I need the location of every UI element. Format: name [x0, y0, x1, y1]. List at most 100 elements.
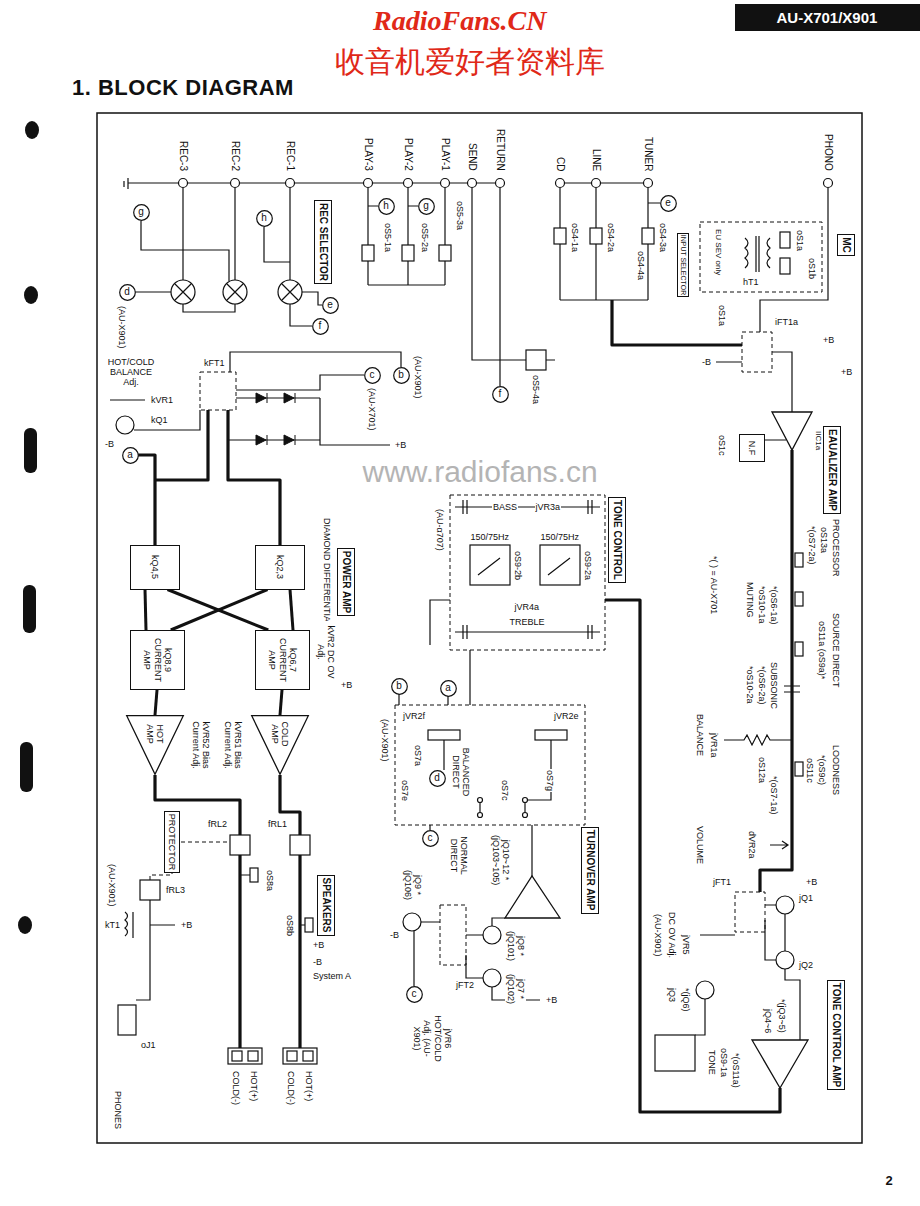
circle-outline [418, 198, 434, 214]
part-label: LOODNESS [831, 744, 841, 796]
connector-circle: c [406, 986, 423, 1003]
signal-wire [168, 590, 269, 631]
part-label: jVR3a [535, 502, 562, 512]
jack-label: REC-2 [230, 140, 242, 172]
part-label: iFT1a [774, 317, 799, 327]
part-label: +B [822, 335, 835, 345]
part-label: kFT1 [203, 358, 226, 368]
punch-hole [24, 428, 37, 473]
part-label: oS1c [717, 434, 727, 457]
speaker-terminal [283, 1048, 317, 1064]
node-label: g [138, 206, 144, 218]
node-label: c [412, 988, 417, 1000]
jack-label: PLAY-1 [440, 137, 452, 172]
dashed-block [200, 372, 236, 410]
part-label: jQ1 [798, 893, 814, 903]
wire [183, 188, 290, 280]
node-text: g [138, 206, 144, 218]
heavy-signal-path [138, 410, 280, 545]
current-amp-block: kQ8,9 CURRENT AMP [130, 630, 185, 690]
part-label: 150/75Hz [470, 532, 511, 542]
feedback-box: N.F [739, 434, 765, 462]
node-label: a [445, 682, 451, 694]
speaker-terminal [118, 1005, 317, 1064]
section-label: POWER AMP [337, 548, 355, 616]
model-band [735, 4, 920, 31]
node-label: h [383, 200, 389, 212]
signal-wire [280, 690, 282, 715]
jack-label: SEND [467, 142, 479, 172]
part-label: oS4-3a [658, 222, 668, 253]
jack-label: TUNER [643, 136, 655, 172]
part-label: fRL1 [267, 819, 288, 829]
amplifier-triangle: COLD AMP [251, 715, 309, 775]
diode-symbol [267, 393, 295, 445]
switch-symbol [795, 592, 803, 606]
node-label: kQ8,9 CURRENT AMP [141, 636, 172, 684]
switch-symbol [540, 545, 580, 585]
circle-outline [393, 367, 409, 383]
node-label: N.F [747, 441, 757, 456]
x-switch [171, 280, 302, 304]
circle-outline [429, 770, 445, 786]
part-label: HOT(+) [249, 1070, 259, 1102]
switch-symbol [140, 228, 803, 1071]
part-label: (AU-X901) [107, 863, 117, 908]
part-label: DC OV Adj. [667, 911, 677, 959]
switch-symbol [140, 880, 160, 900]
node-text: c [412, 988, 417, 1000]
dashed-block [735, 892, 765, 932]
circle-outline [256, 210, 272, 226]
input-jack [179, 179, 188, 188]
part-label: -B [104, 439, 115, 449]
part-label: BASS [492, 502, 518, 512]
wire [472, 188, 555, 386]
node-text: e [665, 197, 671, 209]
part-label: hT1 [742, 277, 760, 287]
part-label: SOURCE DIRECT [831, 612, 841, 689]
part-label: *(jQ3~5) [777, 998, 787, 1034]
part-label: fRL2 [207, 819, 228, 829]
connector-circle: g [133, 204, 150, 221]
input-jack [364, 179, 373, 188]
switch-symbol [795, 642, 803, 656]
jack-label: REC-3 [178, 140, 190, 172]
input-jack [124, 178, 833, 189]
part-label: oS7c [500, 779, 510, 802]
jack-label: PLAY-3 [363, 137, 375, 172]
part-label: DIAMOND DIFFERENTIAL [322, 517, 332, 628]
part-label: jQ9 *(jQ106) [402, 864, 423, 906]
circle-outline [378, 198, 394, 214]
part-label: jQ4~6 [763, 1008, 773, 1034]
connector-circle: b [393, 367, 410, 384]
node-text: h [383, 200, 389, 212]
part-label: BALANCE [695, 713, 705, 757]
part-label: jQ2 [798, 960, 814, 970]
input-jack [644, 179, 653, 188]
node-label: kQ6,7 CURRENT AMP [266, 636, 297, 684]
signal-wire [171, 590, 268, 631]
diode-symbol [256, 393, 266, 403]
jack-label: REC-1 [285, 140, 297, 172]
wire [141, 221, 290, 281]
punch-hole [20, 742, 33, 792]
part-label: oS5-3a [455, 200, 465, 231]
node-label: TONE CONTROL [611, 500, 623, 580]
dashed-block [742, 332, 772, 372]
part-label: oS9-2a [583, 550, 593, 581]
part-label: SUBSONIC [769, 661, 779, 710]
watermark: www.radiofans.cn [362, 455, 599, 490]
section-label: INPUT SELECTOR [677, 233, 689, 297]
part-label: oS7e [400, 779, 410, 802]
punch-hole [23, 585, 36, 633]
part-label: oJ1 [140, 1040, 157, 1050]
part-label: *(jQ6) [681, 987, 691, 1013]
node-label: a [127, 449, 133, 461]
wire [455, 500, 600, 639]
part-label: oS1a [795, 229, 805, 252]
input-jack [824, 179, 833, 188]
node-label: f [499, 388, 502, 400]
diode-symbol [256, 393, 295, 445]
switch-symbol [478, 798, 483, 803]
